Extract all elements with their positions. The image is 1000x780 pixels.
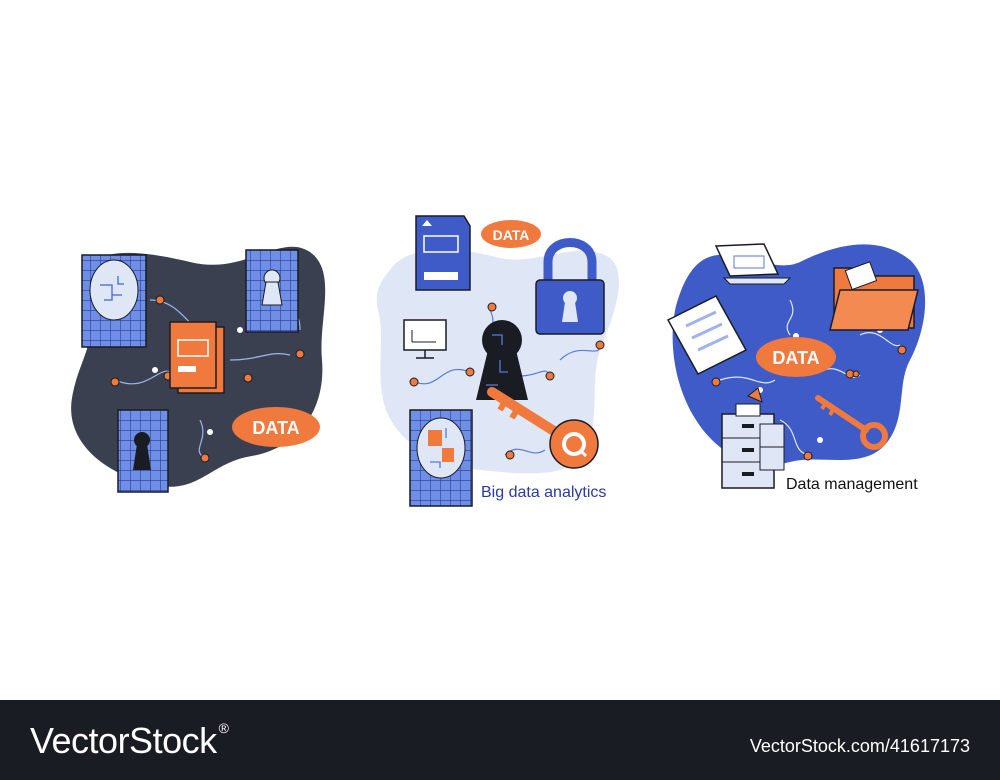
data-badge: DATA [756, 337, 836, 377]
keyhole-server-icon [117, 409, 169, 493]
data-badge-label: DATA [252, 418, 299, 438]
illustration-canvas: DATA DATA [71, 215, 926, 507]
data-badge: DATA [232, 407, 320, 447]
data-badge: DATA [481, 220, 541, 248]
keyhole-server-icon [245, 249, 299, 333]
data-management-caption: Data management [786, 476, 918, 493]
orange-nodes [409, 302, 605, 460]
fingerprint-server-icon [81, 254, 147, 348]
scene-2: DATA [376, 215, 619, 507]
big-data-analytics-caption: Big data analytics [481, 484, 607, 501]
chip-server-icon [409, 409, 473, 507]
monitor-icon [403, 319, 447, 359]
scene-1: DATA [71, 246, 326, 493]
blue-document-icon [415, 215, 471, 291]
vectorstock-logo: VectorStock® [30, 720, 229, 762]
data-badge-label: DATA [772, 348, 819, 368]
watermark-footer: VectorStock® VectorStock.com/41617173 [0, 700, 1000, 780]
key-icon [487, 387, 599, 469]
keyhole-icon [476, 320, 528, 400]
filing-cabinet-icon [721, 387, 785, 489]
scene-3: DATA [666, 243, 926, 489]
laptop-icon [714, 243, 792, 285]
paper-document-icon [666, 295, 748, 375]
padlock-icon [535, 238, 605, 335]
brand-name: VectorStock [30, 720, 217, 761]
folder-icon [829, 261, 919, 331]
data-badge-label: DATA [493, 227, 530, 243]
key-icon [815, 395, 888, 450]
orange-document-icon [169, 321, 225, 394]
orange-nodes [711, 345, 907, 461]
registered-mark: ® [218, 720, 229, 736]
image-id-url: VectorStock.com/41617173 [749, 736, 970, 756]
